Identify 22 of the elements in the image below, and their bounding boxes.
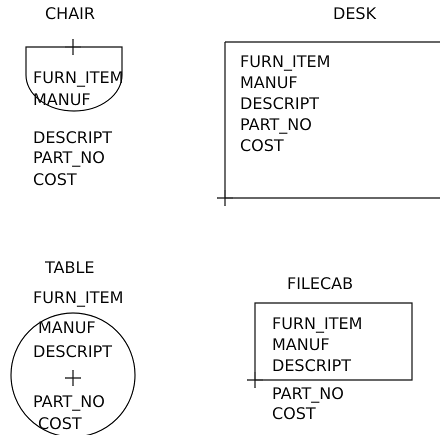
attribute-tag: PART_NO [272,385,344,403]
attribute-tag: MANUF [38,319,96,337]
attribute-tag: FURN_ITEM [240,53,330,71]
attribute-tag: DESCRIPT [33,343,112,361]
attribute-tag: PART_NO [33,393,105,411]
attribute-tag: DESCRIPT [240,95,320,113]
attribute-tag: MANUF [240,74,298,92]
attribute-tag: COST [33,171,77,189]
attribute-tag: DESCRIPT [33,129,112,147]
attribute-tag: COST [38,415,82,433]
block-name: DESK [333,5,376,23]
attribute-tag: PART_NO [240,116,312,134]
attribute-tag: PART_NO [33,149,105,167]
block-name: FILECAB [287,275,354,293]
attribute-tag: MANUF [272,336,330,354]
attribute-tag: FURN_ITEM [33,289,124,307]
attribute-tag: DESCRIPT [272,357,352,375]
attribute-tag: COST [240,137,284,155]
block-name: CHAIR [45,5,95,23]
attribute-tag: COST [272,405,316,423]
attribute-tag: FURN_ITEM [272,315,362,333]
block-name: TABLE [45,259,94,277]
